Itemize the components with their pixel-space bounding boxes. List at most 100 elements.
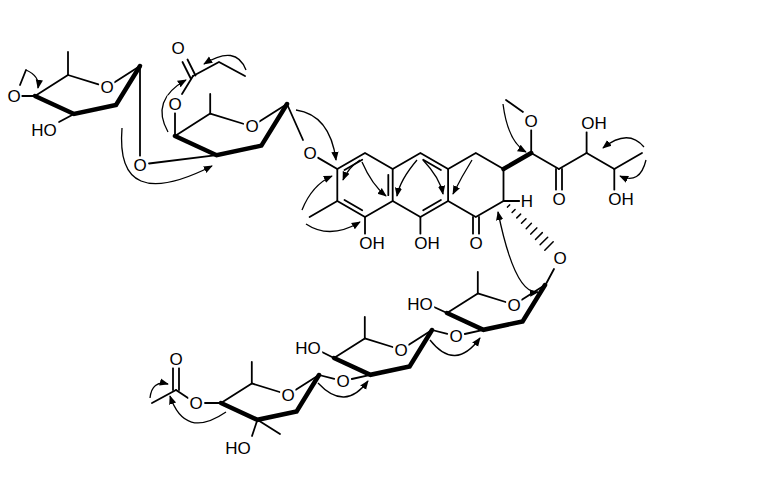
bond (472, 217, 474, 234)
bond (555, 169, 557, 190)
bond (252, 420, 257, 436)
bond (419, 217, 421, 234)
bond (209, 94, 211, 114)
bond (587, 153, 615, 169)
bond (614, 153, 642, 169)
atom-label: O (552, 250, 567, 267)
hmbc-arrow (498, 212, 538, 292)
bond (506, 100, 523, 112)
bond (337, 153, 392, 217)
bold-bond (35, 66, 545, 420)
atom-label: O (188, 395, 203, 412)
bond (67, 52, 69, 75)
atom-label: O (132, 157, 147, 174)
hmbc-arrow (453, 160, 472, 194)
bond (210, 114, 243, 124)
hmbc-arrow (150, 383, 168, 398)
bond (364, 217, 366, 234)
hmbc-arrow (26, 55, 646, 423)
bond (393, 153, 448, 217)
hmbc-arrow (162, 80, 186, 132)
hashed-wedge (540, 237, 548, 245)
bond (423, 160, 441, 170)
hmbc-arrow (122, 128, 212, 184)
hashed-wedge (531, 228, 537, 234)
bond (504, 200, 521, 202)
hmbc-arrow (423, 160, 443, 194)
atom-label: HO (294, 340, 322, 357)
atom-label: OH (607, 191, 635, 208)
bold-bond (334, 330, 432, 375)
hmbc-arrow (302, 176, 332, 210)
bond (423, 200, 441, 210)
hmbc-arrow (397, 160, 417, 196)
atom-label: H (520, 193, 534, 210)
bond (20, 70, 26, 85)
bond (176, 390, 188, 398)
bond (221, 383, 252, 403)
bond (182, 76, 193, 94)
bond (531, 153, 559, 169)
hashed-wedge (517, 214, 521, 218)
atom-label: HO (406, 296, 434, 313)
hashed-wedge (508, 205, 554, 250)
bond (174, 113, 176, 136)
atom-label: O (302, 145, 317, 162)
atom-label: OH (413, 235, 441, 252)
atom-label: OH (580, 115, 608, 132)
hmbc-arrow (26, 70, 38, 88)
bond (193, 62, 245, 76)
hmbc-arrow (204, 55, 246, 70)
bond (478, 293, 506, 302)
atom-label: O (6, 88, 21, 105)
atom-label: HO (30, 122, 58, 139)
bond (364, 317, 366, 338)
bond (149, 155, 217, 163)
hmbc-arrow (603, 138, 644, 148)
hmbc-arrow (306, 222, 360, 232)
bond (319, 375, 334, 379)
bold-bond (35, 66, 140, 114)
bond (447, 293, 478, 313)
atom-label: O (244, 118, 259, 135)
bond (20, 52, 642, 436)
atom-label: O (280, 387, 295, 404)
bond (613, 169, 615, 190)
bond (530, 130, 532, 153)
atom-label: HO (224, 440, 252, 457)
bond (345, 200, 363, 210)
atom-label: O (335, 373, 350, 390)
bond (257, 420, 280, 434)
atom-label: O (99, 79, 114, 96)
bond (477, 272, 479, 293)
bond (68, 75, 98, 84)
hmbc-arrow (620, 160, 646, 178)
hashed-wedge (522, 219, 527, 224)
bond (310, 201, 338, 217)
bond (251, 362, 253, 383)
bond (478, 217, 480, 234)
hashed-wedge (512, 210, 515, 213)
atom-label: OH (358, 235, 386, 252)
atom-label: O (551, 191, 566, 208)
bond (205, 402, 221, 404)
atom-label: O (167, 96, 182, 113)
atom-label: O (468, 235, 483, 252)
atom-label: O (448, 328, 463, 345)
bond (365, 338, 393, 347)
bond (287, 104, 303, 140)
hashed-wedge (526, 223, 531, 228)
hmbc-arrow (362, 162, 386, 196)
bond (175, 114, 210, 136)
bond (559, 153, 587, 169)
bond (387, 175, 389, 195)
bond (432, 330, 447, 334)
bond (252, 383, 280, 392)
bold-bond (175, 104, 287, 155)
hashed-wedge (536, 233, 543, 240)
atom-label: O (168, 351, 183, 368)
atom-label: O (393, 342, 408, 359)
bond (586, 132, 588, 153)
atom-label: O (170, 40, 185, 57)
